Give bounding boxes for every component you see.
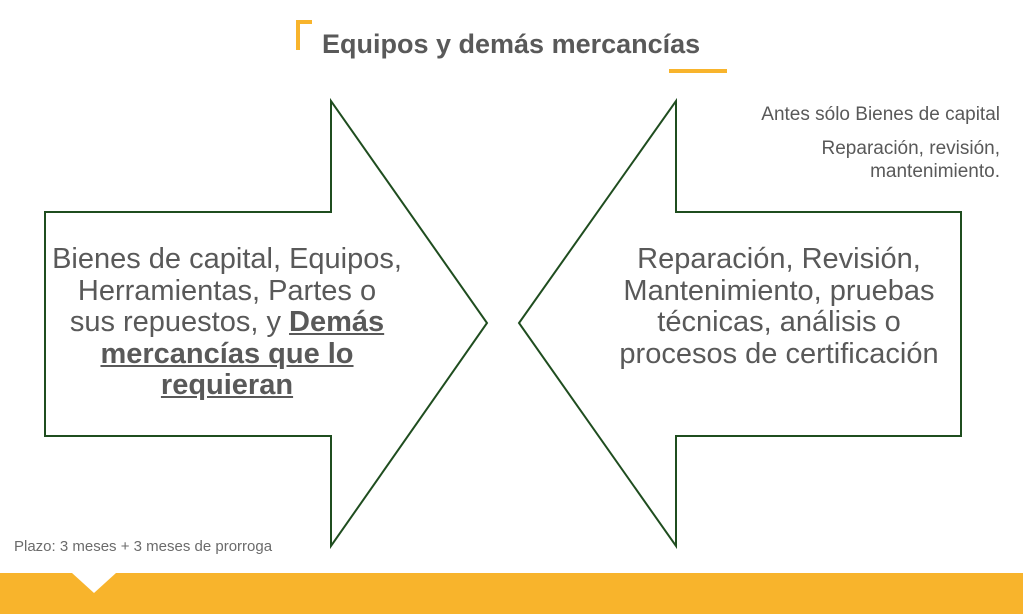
title-corner-bracket-icon — [296, 20, 312, 50]
left-arrow-text: Bienes de capital, Equipos, Herramientas… — [52, 243, 402, 402]
footer-bar — [0, 573, 1023, 614]
page-title: Equipos y demás mercancías — [322, 29, 701, 59]
note-services: Reparación, revisión, mantenimiento. — [821, 138, 1000, 182]
footer-notch-icon — [72, 573, 116, 593]
right-arrow-shape — [517, 97, 962, 550]
right-arrow-text: Reparación, Revisión, Mantenimiento, pru… — [619, 243, 939, 370]
left-arrow-shape — [44, 97, 489, 550]
left-arrow-text-emphasis: Demás mercancías que lo requieran — [100, 306, 385, 401]
footnote-term: Plazo: 3 meses + 3 meses de prorroga — [14, 538, 273, 555]
note-previous-scope: Antes sólo Bienes de capital — [761, 104, 1000, 125]
left-arrow-text-plain: Bienes de capital, Equipos, Herramientas… — [52, 243, 402, 338]
title-accent-underline — [669, 69, 727, 73]
